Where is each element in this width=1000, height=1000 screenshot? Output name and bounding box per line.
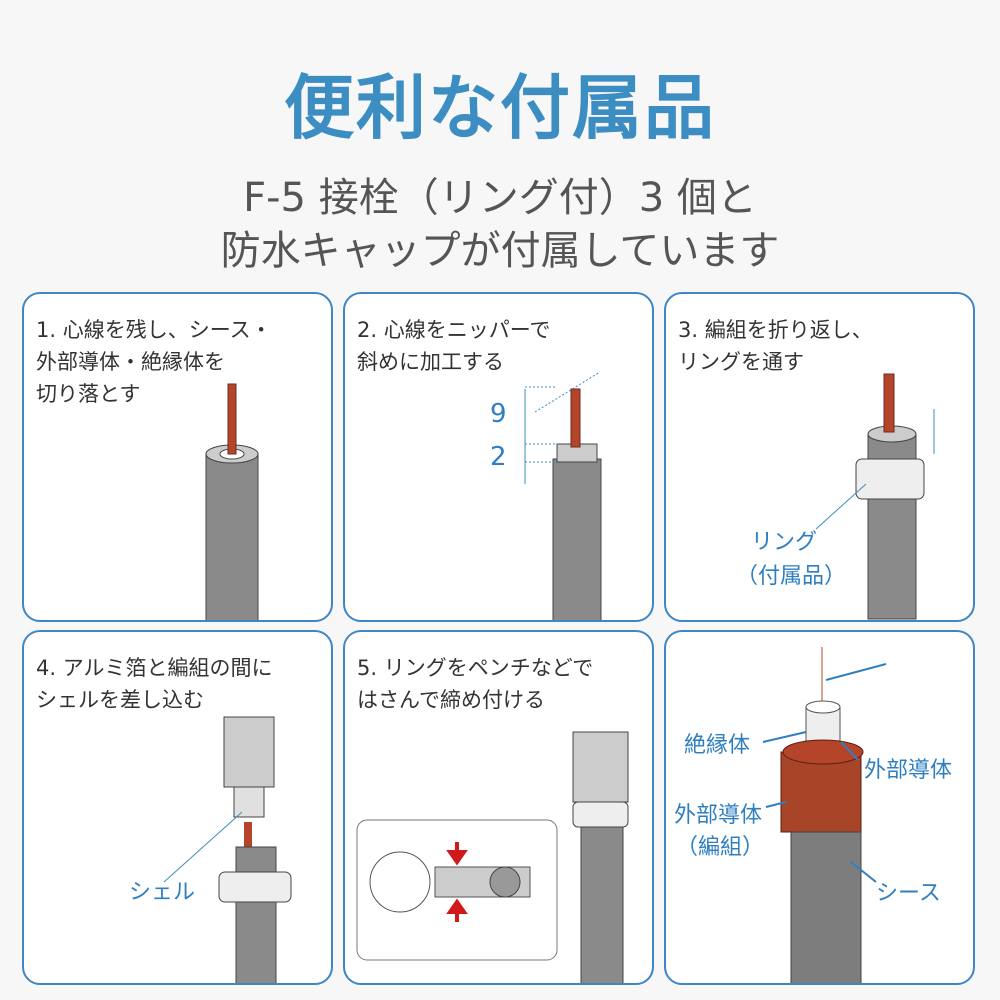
step-2-panel: 2. 心線をニッパーで 斜めに加工する 9 2	[343, 292, 654, 622]
braid-sub-label: （編組）	[676, 835, 765, 860]
coax-anatomy-illustration	[762, 647, 887, 983]
crimp-illustration	[356, 731, 629, 983]
step-2-text: 2. 心線をニッパーで 斜めに加工する	[357, 318, 551, 374]
sheath-label: シース	[876, 881, 941, 906]
subtitle-line-2: 防水キャップが付属しています	[220, 228, 780, 274]
ring-accessory-label: （付属品）	[736, 564, 847, 589]
step-1-text: 1. 心線を残し、シース・ 外部導体・絶縁体を 切り落とす	[36, 318, 272, 406]
page-title: 便利な付属品	[284, 67, 716, 149]
subtitle-line-1: F-5 接栓（リング付）3 個と	[243, 175, 757, 221]
outer-conductor-label: 外部導体	[864, 758, 953, 783]
cable-anatomy-panel: 絶縁体 外部導体 外部導体 （編組） シース	[664, 630, 975, 985]
step-1-panel: 1. 心線を残し、シース・ 外部導体・絶縁体を 切り落とす	[22, 292, 333, 622]
step-4-text: 4. アルミ箔と編組の間に シェルを差し込む	[36, 656, 273, 712]
step-4-panel: 4. アルミ箔と編組の間に シェルを差し込む シェル	[22, 630, 333, 985]
insulator-label: 絶縁体	[684, 733, 751, 758]
step-3-text: 3. 編組を折り返し、 リングを通す	[678, 318, 873, 374]
cable-trim-illustration	[524, 371, 602, 620]
ring-illustration	[815, 373, 935, 620]
braid-label: 外部導体	[674, 803, 763, 828]
dimension-2: 2	[490, 442, 507, 472]
shell-label: シェル	[129, 880, 196, 905]
cable-cut-illustration	[205, 383, 259, 620]
ring-label: リング	[751, 530, 818, 555]
step-3-panel: 3. 編組を折り返し、 リングを通す リング （付属品）	[664, 292, 975, 622]
dimension-9: 9	[490, 399, 507, 429]
shell-illustration	[163, 716, 292, 983]
step-5-panel: 5. リングをペンチなどで はさんで締め付ける	[343, 630, 654, 985]
step-5-text: 5. リングをペンチなどで はさんで締め付ける	[357, 656, 594, 712]
